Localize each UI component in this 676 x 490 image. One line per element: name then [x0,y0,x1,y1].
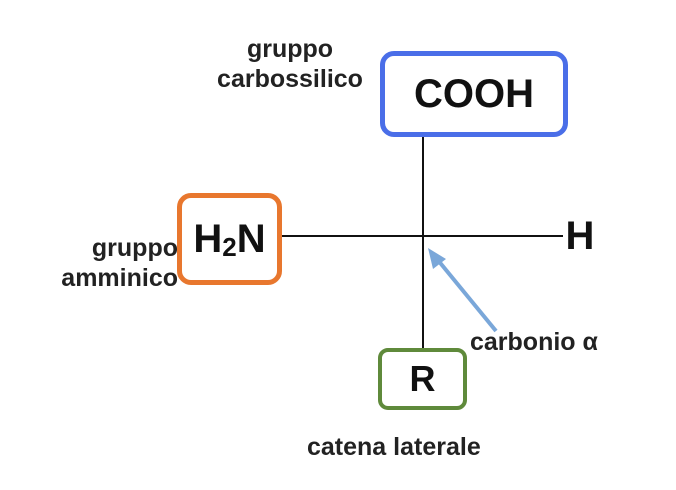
amino-formula-h: H [193,216,223,261]
amino-formula: H2N [193,217,265,262]
amino-label-line1: gruppo [91,234,178,262]
hydrogen-atom: H [565,213,595,258]
carboxyl-formula: COOH [414,71,534,116]
alpha-carbon-label: carbonio α [470,328,598,356]
carboxyl-label-line2: carbossilico [217,65,363,93]
amino-formula-subscript: 2 [222,231,237,262]
amino-formula-n: N [236,216,266,261]
side-chain-label: catena laterale [307,433,481,461]
alpha-carbon-arrow-shaft [435,257,498,333]
carboxyl-group-box: COOH [380,51,568,137]
alpha-carbon-arrow-head [428,248,446,269]
amino-label-line2: amminico [61,264,178,292]
side-chain-box: R [378,348,467,410]
amino-group-label: gruppo amminico [6,233,178,293]
amino-group-box: H2N [177,193,282,285]
carboxyl-group-label: gruppo carbossilico [205,34,375,94]
carboxyl-label-line1: gruppo [246,35,334,63]
side-chain-formula: R [409,358,436,399]
